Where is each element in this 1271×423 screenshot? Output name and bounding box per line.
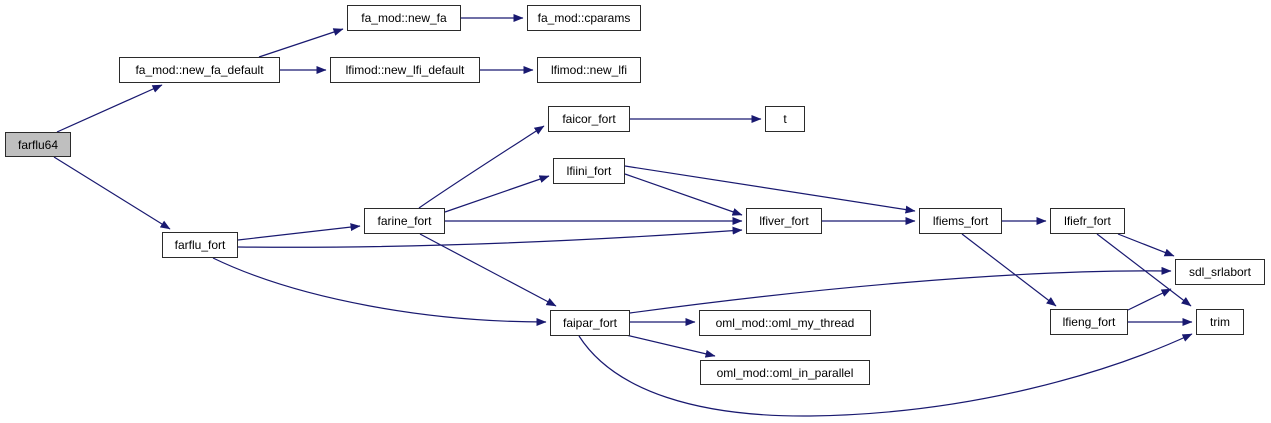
edge-faipar-fort-to-oml-in-parallel bbox=[625, 334, 716, 358]
node-lfimod-new-lfi-default[interactable]: lfimod::new_lfi_default bbox=[330, 57, 480, 83]
edge-farflu-fort-to-lfiver-fort bbox=[237, 226, 743, 248]
node-lfiems-fort[interactable]: lfiems_fort bbox=[919, 208, 1002, 234]
edge-lfiefr-fort-to-sdl-srlabort bbox=[1117, 233, 1175, 257]
node-lfiver-fort[interactable]: lfiver_fort bbox=[746, 208, 822, 234]
node-fa-mod-cparams[interactable]: fa_mod::cparams bbox=[527, 5, 641, 31]
node-fa-mod-new-fa-default[interactable]: fa_mod::new_fa_default bbox=[119, 57, 280, 83]
node-fa-mod-new-fa[interactable]: fa_mod::new_fa bbox=[347, 5, 461, 31]
node-lfimod-new-lfi[interactable]: lfimod::new_lfi bbox=[537, 57, 641, 83]
edge-faipar-fort-to-sdl-srlabort bbox=[629, 266, 1172, 314]
edge-farflu-fort-to-faipar-fort bbox=[212, 257, 547, 326]
edge-lfiems-fort-to-lfieng-fort bbox=[961, 233, 1057, 307]
node-farflu-fort[interactable]: farflu_fort bbox=[162, 232, 238, 258]
node-oml-mod-oml-in-parallel[interactable]: oml_mod::oml_in_parallel bbox=[700, 360, 870, 385]
node-farine-fort[interactable]: farine_fort bbox=[364, 208, 445, 234]
node-sdl-srlabort[interactable]: sdl_srlabort bbox=[1175, 259, 1265, 285]
node-t[interactable]: t bbox=[765, 106, 805, 132]
edge-farflu-fort-to-farine-fort bbox=[237, 223, 361, 241]
node-lfiefr-fort[interactable]: lfiefr_fort bbox=[1050, 208, 1125, 234]
edge-farine-fort-to-faipar-fort bbox=[419, 233, 557, 307]
node-oml-mod-oml-my-thread[interactable]: oml_mod::oml_my_thread bbox=[699, 310, 871, 336]
node-lfiini-fort[interactable]: lfiini_fort bbox=[553, 158, 625, 184]
edge-lfiini-fort-to-lfiver-fort bbox=[624, 173, 743, 216]
edge-lfiefr-fort-to-trim bbox=[1096, 233, 1192, 307]
edge-lfieng-fort-to-sdl-srlabort bbox=[1127, 288, 1172, 311]
edge-lfiini-fort-to-lfiems-fort bbox=[624, 165, 916, 214]
node-lfieng-fort[interactable]: lfieng_fort bbox=[1050, 309, 1128, 335]
node-farflu64: farflu64 bbox=[5, 132, 71, 157]
edge-new-fa-default-to-new-fa bbox=[258, 28, 344, 58]
node-faipar-fort[interactable]: faipar_fort bbox=[550, 310, 630, 336]
edge-farflu64-to-new-fa-default bbox=[56, 84, 163, 133]
node-faicor-fort[interactable]: faicor_fort bbox=[548, 106, 630, 132]
edge-farflu64-to-farflu-fort bbox=[53, 156, 171, 230]
edge-faipar-fort-to-trim bbox=[578, 333, 1193, 417]
edge-farine-fort-to-lfiini-fort bbox=[444, 175, 550, 213]
node-trim[interactable]: trim bbox=[1196, 309, 1244, 335]
edge-farine-fort-to-faicor-fort bbox=[418, 125, 545, 209]
